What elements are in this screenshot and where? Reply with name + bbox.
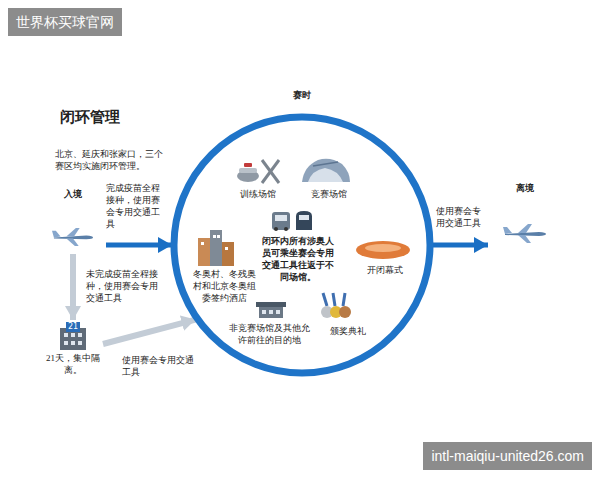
quarantine-building [71, 341, 75, 345]
medals-icon [339, 306, 351, 318]
quarantine-building [64, 341, 68, 345]
village-buildings [217, 235, 220, 238]
venue-item: 冬奥村、冬残奥村和北京冬奥组委签约酒店 [190, 268, 258, 304]
circle-heading: 赛时 [170, 89, 434, 101]
watermark: intl-maiqiu-united26.com [423, 442, 592, 470]
plane-arrival [52, 228, 93, 246]
bus-icon [272, 212, 290, 231]
callout-number: 21 [66, 322, 80, 332]
ski-icon [262, 160, 279, 183]
node-text: 入境 [42, 188, 104, 200]
venue-item: 开闭幕式 [356, 264, 414, 276]
non-competition-venue [269, 310, 273, 314]
stadium-icon [313, 162, 338, 166]
quarantine-building [78, 333, 82, 337]
edge-label: 未完成疫苗全程接种，使用赛会专用交通工具 [86, 268, 166, 304]
node-text: 训练场馆 [228, 188, 288, 200]
village-buildings [210, 230, 222, 266]
non-competition-venue [276, 310, 280, 314]
medals-icon [323, 293, 345, 306]
curling-icon [239, 168, 257, 173]
train-icon [296, 211, 312, 230]
closed-loop-circle: 赛时训练场馆竞赛场馆冬奥村、冬残奥村和北京冬奥组委签约酒店闭环内所有涉奥人员可乘… [170, 113, 434, 377]
node-text: 开闭幕式 [356, 264, 414, 276]
plane-departure [503, 224, 546, 243]
village-buildings [201, 242, 204, 245]
non-competition-venue [262, 310, 266, 314]
flow-arrow [106, 243, 172, 248]
non-competition-venue [256, 302, 286, 318]
quarantine-building [78, 341, 82, 345]
node-text: 闭环内所有涉奥人员可乘坐赛会专用交通工具往返于不同场馆。 [260, 235, 336, 283]
ceremony-stadium [356, 241, 410, 259]
quarantine-building [64, 333, 68, 337]
venue-item: 训练场馆 [228, 188, 288, 200]
curling-icon [237, 163, 259, 182]
node-text: 冬奥村、冬残奥村和北京冬奥组委签约酒店 [190, 268, 258, 304]
edge-label: 使用赛会专用交通工具 [436, 205, 486, 229]
edge-label: 完成疫苗全程接种，使用赛会专用交通工具 [106, 182, 168, 230]
venue-item: 颁奖典礼 [320, 325, 376, 337]
non-competition-venue [259, 307, 283, 318]
village-buildings [198, 238, 210, 266]
village-buildings [225, 247, 228, 250]
watermark: 世界杯买球官网 [8, 8, 122, 36]
note-text: 北京、延庆和张家口，三个赛区均实施闭环管理。 [55, 148, 167, 172]
curling-icon [244, 163, 252, 167]
plane-arrival [52, 228, 93, 246]
flow-arrow [432, 243, 488, 248]
stadium-icon [302, 159, 350, 182]
village-buildings [222, 242, 234, 266]
plane-departure [503, 224, 546, 243]
venue-item: 非竞赛场馆及其他允许前往的目的地 [228, 322, 310, 346]
center-note: 闭环内所有涉奥人员可乘坐赛会专用交通工具往返于不同场馆。 [260, 235, 336, 283]
ski-icon [262, 160, 279, 183]
ceremony-stadium [356, 241, 410, 259]
exit-node: 离境 [490, 182, 560, 250]
node-text: 颁奖典礼 [320, 325, 376, 337]
quarantine-building [71, 333, 75, 337]
edge-label: 使用赛会专用交通工具 [122, 354, 194, 378]
node-text: 21天，集中隔离。 [45, 352, 101, 376]
ski-icon [262, 160, 279, 183]
non-competition-venue [256, 302, 286, 307]
village-buildings [213, 235, 216, 238]
diagram-title: 闭环管理 [60, 108, 120, 126]
train-icon [296, 211, 312, 230]
train-icon [299, 215, 309, 220]
node-text: 竞赛场馆 [298, 188, 360, 200]
stadium-icon [308, 168, 343, 182]
node-text: 离境 [490, 182, 560, 194]
node-text: 非竞赛场馆及其他允许前往的目的地 [228, 322, 310, 346]
entry-node: 入境 [42, 188, 104, 252]
bus-icon [274, 227, 278, 231]
flow-arrow [103, 320, 196, 344]
loop-circle-outline [174, 117, 430, 373]
ceremony-stadium [365, 244, 401, 252]
flow-arrow [70, 254, 76, 320]
bus-icon [272, 212, 290, 230]
bus-icon [284, 227, 288, 231]
stadium-icon [302, 159, 350, 182]
village-buildings [198, 230, 234, 266]
bus-icon [275, 215, 287, 221]
venue-item: 竞赛场馆 [298, 188, 360, 200]
medals-icon [321, 293, 351, 318]
